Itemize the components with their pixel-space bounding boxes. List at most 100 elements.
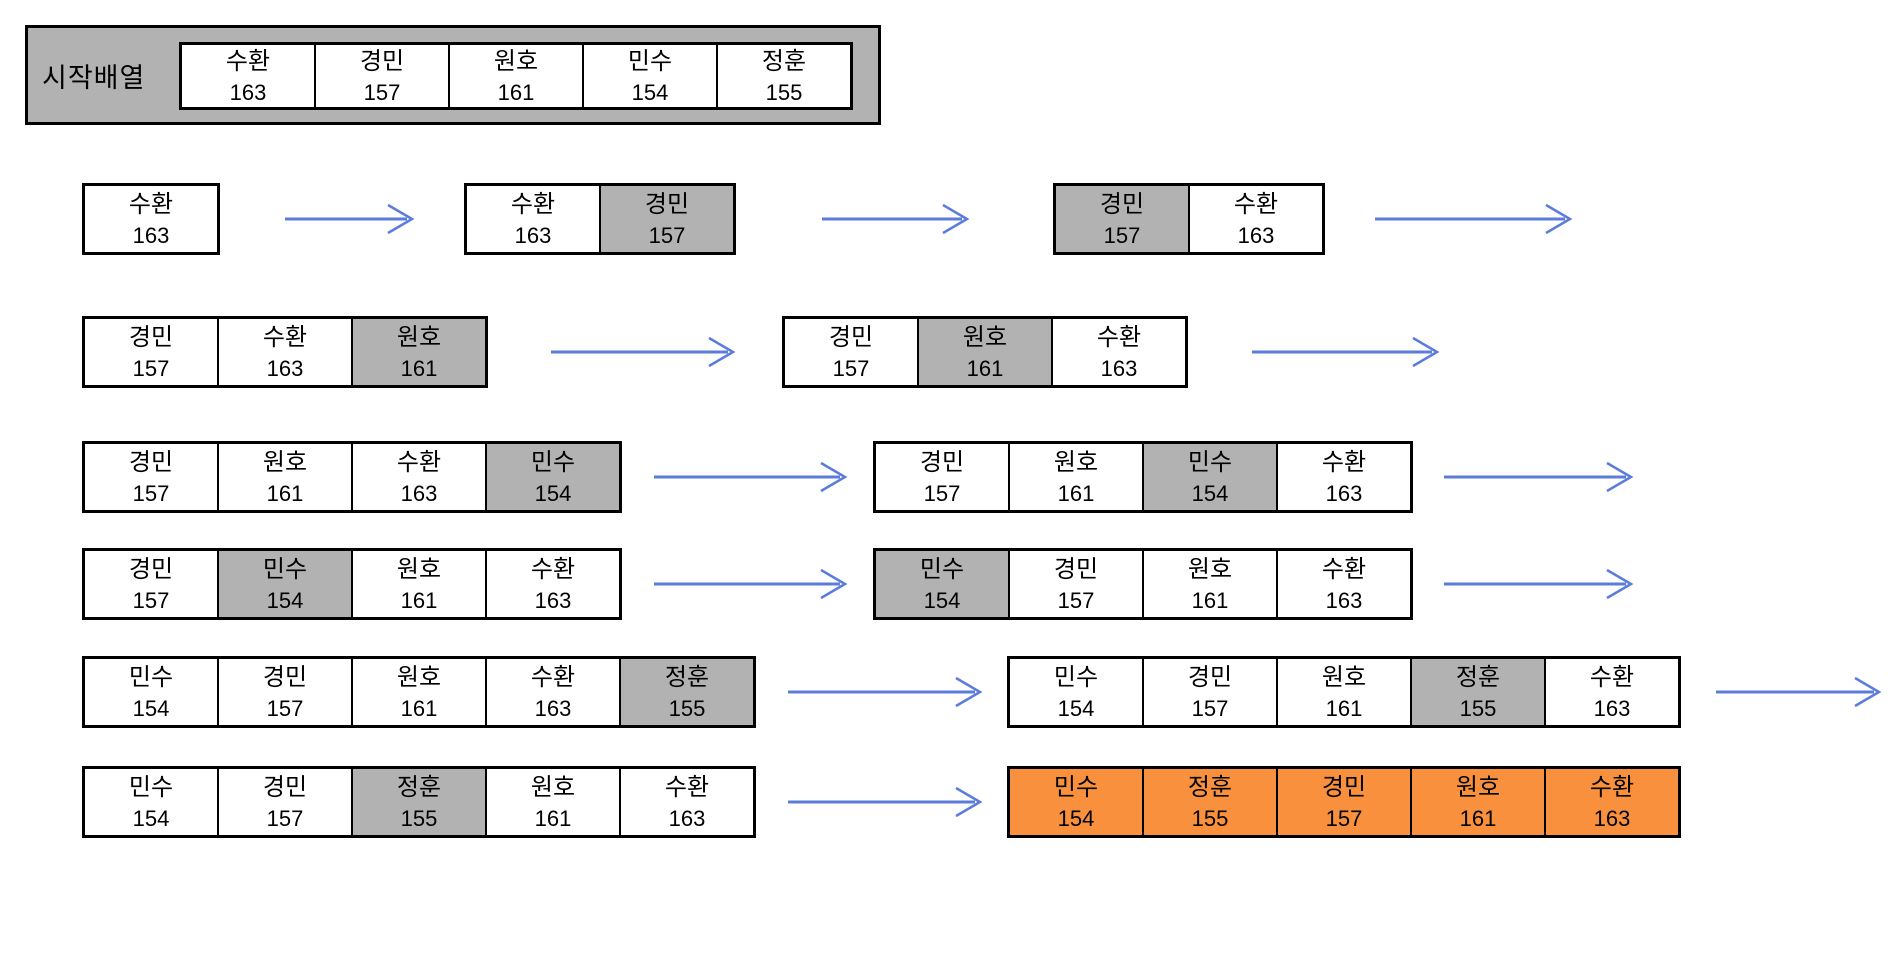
height-value: 161	[400, 695, 438, 721]
height-value: 154	[923, 587, 961, 613]
person-name: 수환	[1321, 555, 1367, 583]
height-value: 154	[1057, 805, 1095, 831]
array-cell: 경민 157	[876, 444, 1008, 510]
height-value: 163	[1100, 355, 1138, 381]
array-cell: 정훈 155	[1410, 659, 1544, 725]
array-cell: 정훈 155	[1142, 769, 1276, 835]
person-name: 원호	[493, 47, 539, 75]
right-arrow-icon	[1714, 672, 1882, 712]
right-arrow-icon	[1442, 457, 1634, 497]
person-name: 정훈	[664, 663, 710, 691]
height-value: 163	[668, 805, 706, 831]
height-value: 161	[400, 587, 438, 613]
right-arrow-icon	[1250, 332, 1440, 372]
height-value: 163	[1325, 587, 1363, 613]
person-name: 경민	[359, 47, 405, 75]
person-name: 수환	[530, 663, 576, 691]
array-cell: 민수 154	[1010, 769, 1142, 835]
array-cell: 경민 157	[1276, 769, 1410, 835]
height-value: 157	[266, 695, 304, 721]
person-name: 민수	[1187, 448, 1233, 476]
height-value: 163	[229, 79, 267, 105]
height-value: 155	[1191, 805, 1229, 831]
array-cell: 수환 163	[485, 551, 619, 617]
height-value: 155	[1459, 695, 1497, 721]
height-value: 161	[1191, 587, 1229, 613]
person-name: 수환	[396, 448, 442, 476]
person-name: 민수	[262, 555, 308, 583]
person-name: 원호	[530, 773, 576, 801]
height-value: 163	[534, 587, 572, 613]
array-cell: 정훈 155	[619, 659, 753, 725]
height-value: 163	[1325, 480, 1363, 506]
height-value: 155	[400, 805, 438, 831]
height-value: 154	[534, 480, 572, 506]
person-name: 원호	[396, 555, 442, 583]
person-name: 수환	[1233, 190, 1279, 218]
person-name: 정훈	[761, 47, 807, 75]
height-value: 157	[132, 480, 170, 506]
array-cell: 정훈 155	[716, 45, 850, 107]
person-name: 경민	[919, 448, 965, 476]
right-arrow-icon	[283, 199, 415, 239]
height-value: 154	[1191, 480, 1229, 506]
height-value: 155	[765, 79, 803, 105]
person-name: 경민	[262, 773, 308, 801]
person-name: 경민	[262, 663, 308, 691]
height-value: 157	[1191, 695, 1229, 721]
height-value: 161	[534, 805, 572, 831]
height-value: 157	[1325, 805, 1363, 831]
person-name: 수환	[1589, 663, 1635, 691]
height-value: 154	[132, 695, 170, 721]
person-name: 수환	[1096, 323, 1142, 351]
right-arrow-icon	[1442, 564, 1634, 604]
person-name: 원호	[1053, 448, 1099, 476]
person-name: 경민	[1321, 773, 1367, 801]
person-name: 수환	[530, 555, 576, 583]
height-value: 154	[631, 79, 669, 105]
height-value: 155	[668, 695, 706, 721]
person-name: 정훈	[1187, 773, 1233, 801]
person-name: 원호	[262, 448, 308, 476]
height-value: 154	[132, 805, 170, 831]
person-name: 수환	[1589, 773, 1635, 801]
person-name: 수환	[262, 323, 308, 351]
height-value: 157	[923, 480, 961, 506]
person-name: 민수	[1053, 773, 1099, 801]
person-name: 정훈	[1455, 663, 1501, 691]
